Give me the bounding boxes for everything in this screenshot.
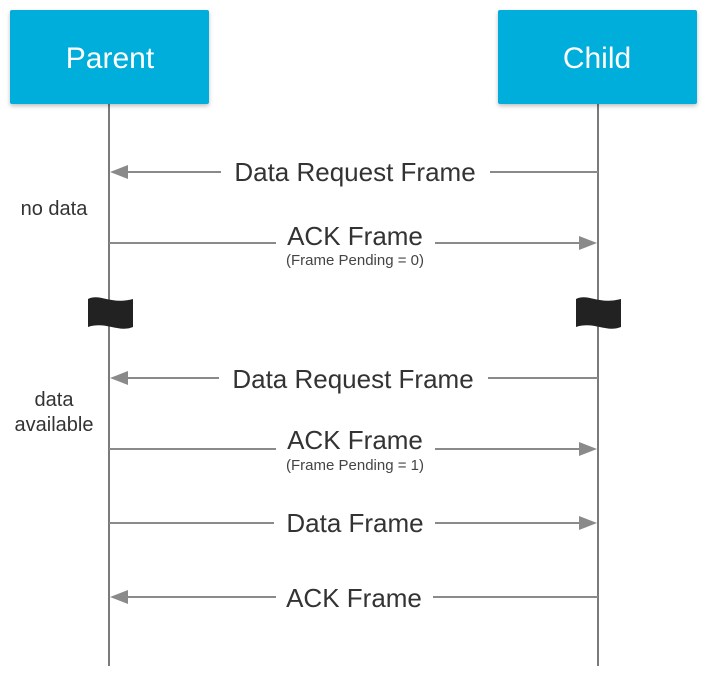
child-actor: Child	[498, 10, 697, 104]
message-label: ACK Frame	[287, 221, 423, 251]
message-ack-1: ACK Frame (Frame Pending = 0)	[109, 221, 597, 269]
arrowhead-left	[110, 590, 128, 604]
arrowhead-left	[110, 371, 128, 385]
message-data-request-2: Data Request Frame	[110, 364, 598, 394]
child-actor-box	[498, 10, 697, 104]
arrowhead-right	[579, 442, 597, 456]
parent-break-marker	[88, 297, 133, 329]
parent-actor-label: Parent	[66, 42, 155, 75]
message-label: ACK Frame	[286, 583, 422, 613]
message-label: Data Request Frame	[234, 157, 475, 187]
message-label: Data Frame	[286, 508, 423, 538]
arrowhead-left	[110, 165, 128, 179]
note-no-data: no data	[21, 198, 89, 220]
note-data-available-line2: available	[15, 414, 94, 436]
message-label: ACK Frame	[287, 425, 423, 455]
arrowhead-right	[579, 236, 597, 250]
message-sublabel: (Frame Pending = 1)	[286, 457, 424, 474]
message-sublabel: (Frame Pending = 0)	[286, 252, 424, 269]
note-data-available-line1: data	[35, 389, 75, 411]
arrowhead-right	[579, 516, 597, 530]
child-break-marker	[576, 297, 621, 329]
message-data-frame: Data Frame	[109, 508, 597, 538]
parent-actor-box	[10, 10, 209, 104]
message-label: Data Request Frame	[232, 364, 473, 394]
message-ack-3: ACK Frame	[110, 583, 598, 613]
message-ack-2: ACK Frame (Frame Pending = 1)	[109, 425, 597, 474]
child-actor-label: Child	[563, 42, 631, 75]
parent-actor: Parent	[10, 10, 209, 104]
message-data-request-1: Data Request Frame	[110, 157, 598, 187]
